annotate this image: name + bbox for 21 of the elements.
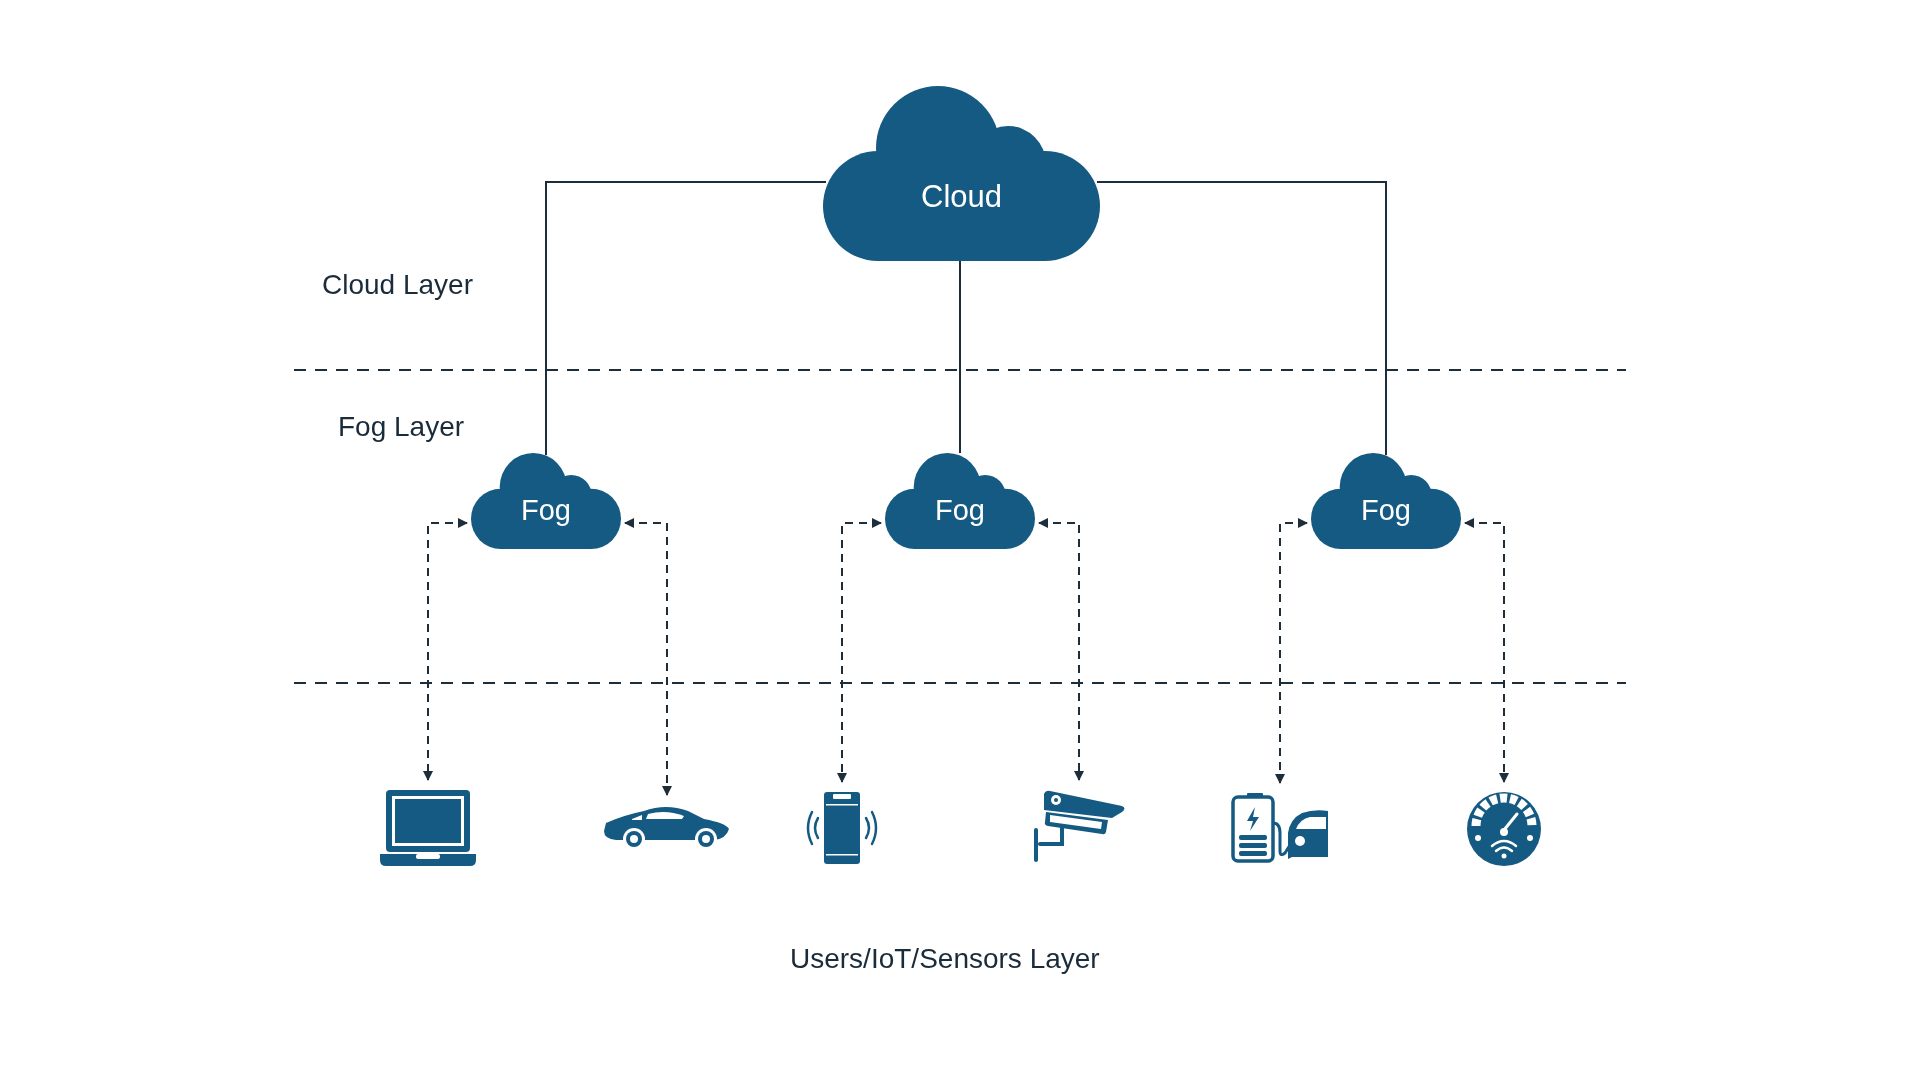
ev-charging-icon [1230, 793, 1330, 863]
node-label: Fog [935, 493, 985, 529]
connector-line [1096, 181, 1387, 456]
layer-label: Fog Layer [338, 410, 465, 444]
laptop-icon [380, 790, 476, 866]
layer-label: Cloud Layer [322, 268, 473, 302]
arrow [1275, 518, 1308, 784]
layer-label: Users/IoT/Sensors Layer [790, 942, 1100, 976]
connector-line [959, 260, 961, 454]
arrow [423, 518, 468, 781]
node-label: Fog [521, 493, 571, 529]
connector-line [545, 181, 827, 456]
vibrating-phone-icon [806, 792, 878, 864]
arrow [1464, 518, 1509, 783]
node-label: Cloud [921, 178, 1002, 217]
arrow [624, 518, 672, 796]
security-camera-icon [1032, 790, 1126, 862]
arrow [1038, 518, 1084, 781]
speedometer-icon [1467, 792, 1541, 866]
arrow [837, 518, 882, 783]
node-label: Fog [1361, 493, 1411, 529]
